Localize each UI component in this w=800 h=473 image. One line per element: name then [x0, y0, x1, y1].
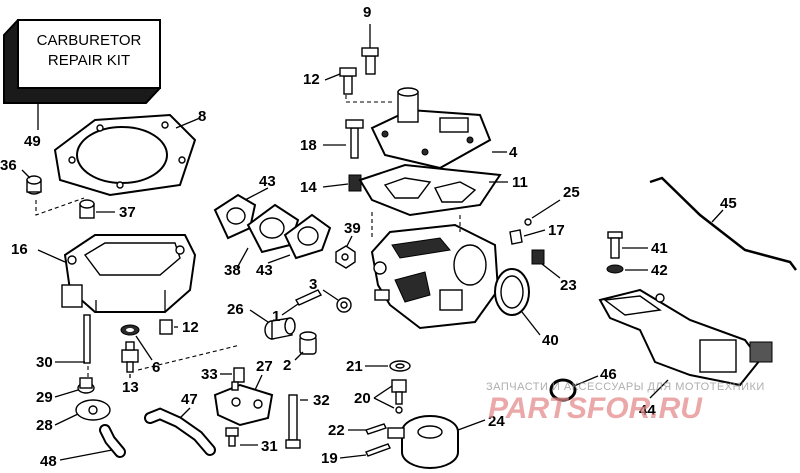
clip-33	[233, 367, 245, 383]
hose-48	[99, 424, 126, 458]
intake-silencer-44	[598, 288, 773, 387]
plate-28	[75, 399, 111, 421]
screw-31	[225, 427, 239, 447]
spring-23	[531, 249, 545, 265]
pin-19	[365, 443, 391, 457]
kit-label-line1: CARBURETOR	[37, 32, 142, 49]
watermark-logo: PARTSFOR.RU	[488, 392, 703, 425]
callout-16: 16	[11, 241, 28, 258]
gasket-43-left	[213, 193, 257, 240]
needle-32	[285, 394, 301, 449]
repair-kit-box: CARBURETOR REPAIR KIT	[3, 19, 161, 104]
plug-36	[26, 175, 42, 195]
clip-17	[509, 229, 523, 245]
pin-22	[365, 423, 387, 435]
hose-47	[144, 407, 216, 456]
callout-45: 45	[720, 195, 737, 212]
needle-30	[83, 314, 91, 364]
valve-20	[391, 379, 407, 414]
callout-24: 24	[488, 413, 505, 430]
callout-13: 13	[122, 379, 139, 396]
linkage-rod-45	[649, 176, 797, 271]
bushing-26	[264, 317, 296, 340]
callout-30: 30	[36, 354, 53, 371]
callout-25: 25	[563, 184, 580, 201]
callout-33: 33	[201, 366, 218, 383]
callout-38: 38	[224, 262, 241, 279]
carburetor-body	[370, 223, 500, 330]
callout-31: 31	[261, 438, 278, 455]
nut-39	[335, 245, 356, 269]
spring-14	[348, 174, 362, 192]
callout-41: 41	[651, 240, 668, 257]
watermark: ЗАПЧАСТИ И АКСЕССУАРЫ ДЛЯ МОТОТЕХНИКИ PA…	[486, 381, 765, 425]
callout-14: 14	[300, 179, 317, 196]
callout-48: 48	[40, 453, 57, 470]
callout-28: 28	[36, 417, 53, 434]
callout-18: 18	[300, 137, 317, 154]
callout-32: 32	[313, 392, 330, 409]
fitting-13	[121, 341, 139, 373]
washer-21	[389, 360, 411, 372]
callout-20: 20	[354, 390, 371, 407]
callout-19: 19	[321, 450, 338, 467]
callout-23: 23	[560, 277, 577, 294]
screw-41	[607, 231, 623, 259]
callout-numbers: 9 12 18 14 4 11 8 49 36 37 16 43 38 43 3…	[0, 4, 737, 470]
bushing-2	[299, 331, 317, 355]
callout-12-top: 12	[303, 71, 320, 88]
screw-12-top	[339, 67, 357, 95]
callout-17: 17	[548, 222, 565, 239]
gasket-8	[53, 113, 197, 197]
pin-25	[524, 218, 532, 226]
screw-9	[361, 47, 379, 75]
callout-44: 44	[639, 402, 656, 419]
callout-42: 42	[651, 262, 668, 279]
washer-6	[120, 324, 140, 336]
callout-3: 3	[309, 276, 317, 293]
gasket-11	[358, 163, 502, 217]
kit-label-line2: REPAIR KIT	[48, 52, 130, 69]
gasket-43-right	[283, 213, 332, 260]
screw-18	[345, 119, 364, 159]
fuel-pump-27	[213, 381, 274, 427]
callout-8: 8	[198, 108, 206, 125]
o-ring-40	[494, 268, 530, 316]
shaft-1	[294, 289, 323, 306]
washer-42	[606, 264, 624, 274]
callout-43-lower: 43	[256, 262, 273, 279]
cap-37	[79, 199, 95, 219]
callout-29: 29	[36, 389, 53, 406]
clamp-46	[549, 378, 577, 402]
callout-46: 46	[600, 366, 617, 383]
screw-12-bowl	[159, 319, 173, 335]
callout-12-bowl: 12	[182, 319, 199, 336]
callout-43-upper: 43	[259, 173, 276, 190]
watermark-tagline: ЗАПЧАСТИ И АКСЕССУАРЫ ДЛЯ МОТОТЕХНИКИ	[486, 381, 765, 393]
callout-22: 22	[328, 422, 345, 439]
callout-11: 11	[512, 174, 528, 191]
callout-6: 6	[152, 359, 160, 376]
float-24	[387, 415, 459, 469]
callout-49: 49	[24, 133, 41, 150]
callout-39: 39	[344, 220, 361, 237]
callout-37: 37	[119, 204, 136, 221]
callout-27: 27	[256, 358, 273, 375]
callout-36: 36	[0, 157, 17, 174]
callout-1: 1	[272, 308, 280, 325]
seat-29	[77, 377, 95, 394]
callout-9: 9	[363, 4, 371, 21]
callout-4: 4	[509, 144, 518, 161]
callout-47: 47	[181, 391, 198, 408]
pin-3	[336, 297, 352, 313]
float-bowl-16	[61, 234, 197, 313]
callout-26: 26	[227, 301, 244, 318]
top-cover-4	[370, 87, 492, 170]
callout-21: 21	[346, 358, 363, 375]
callout-40: 40	[542, 332, 559, 349]
callout-2: 2	[283, 357, 291, 374]
